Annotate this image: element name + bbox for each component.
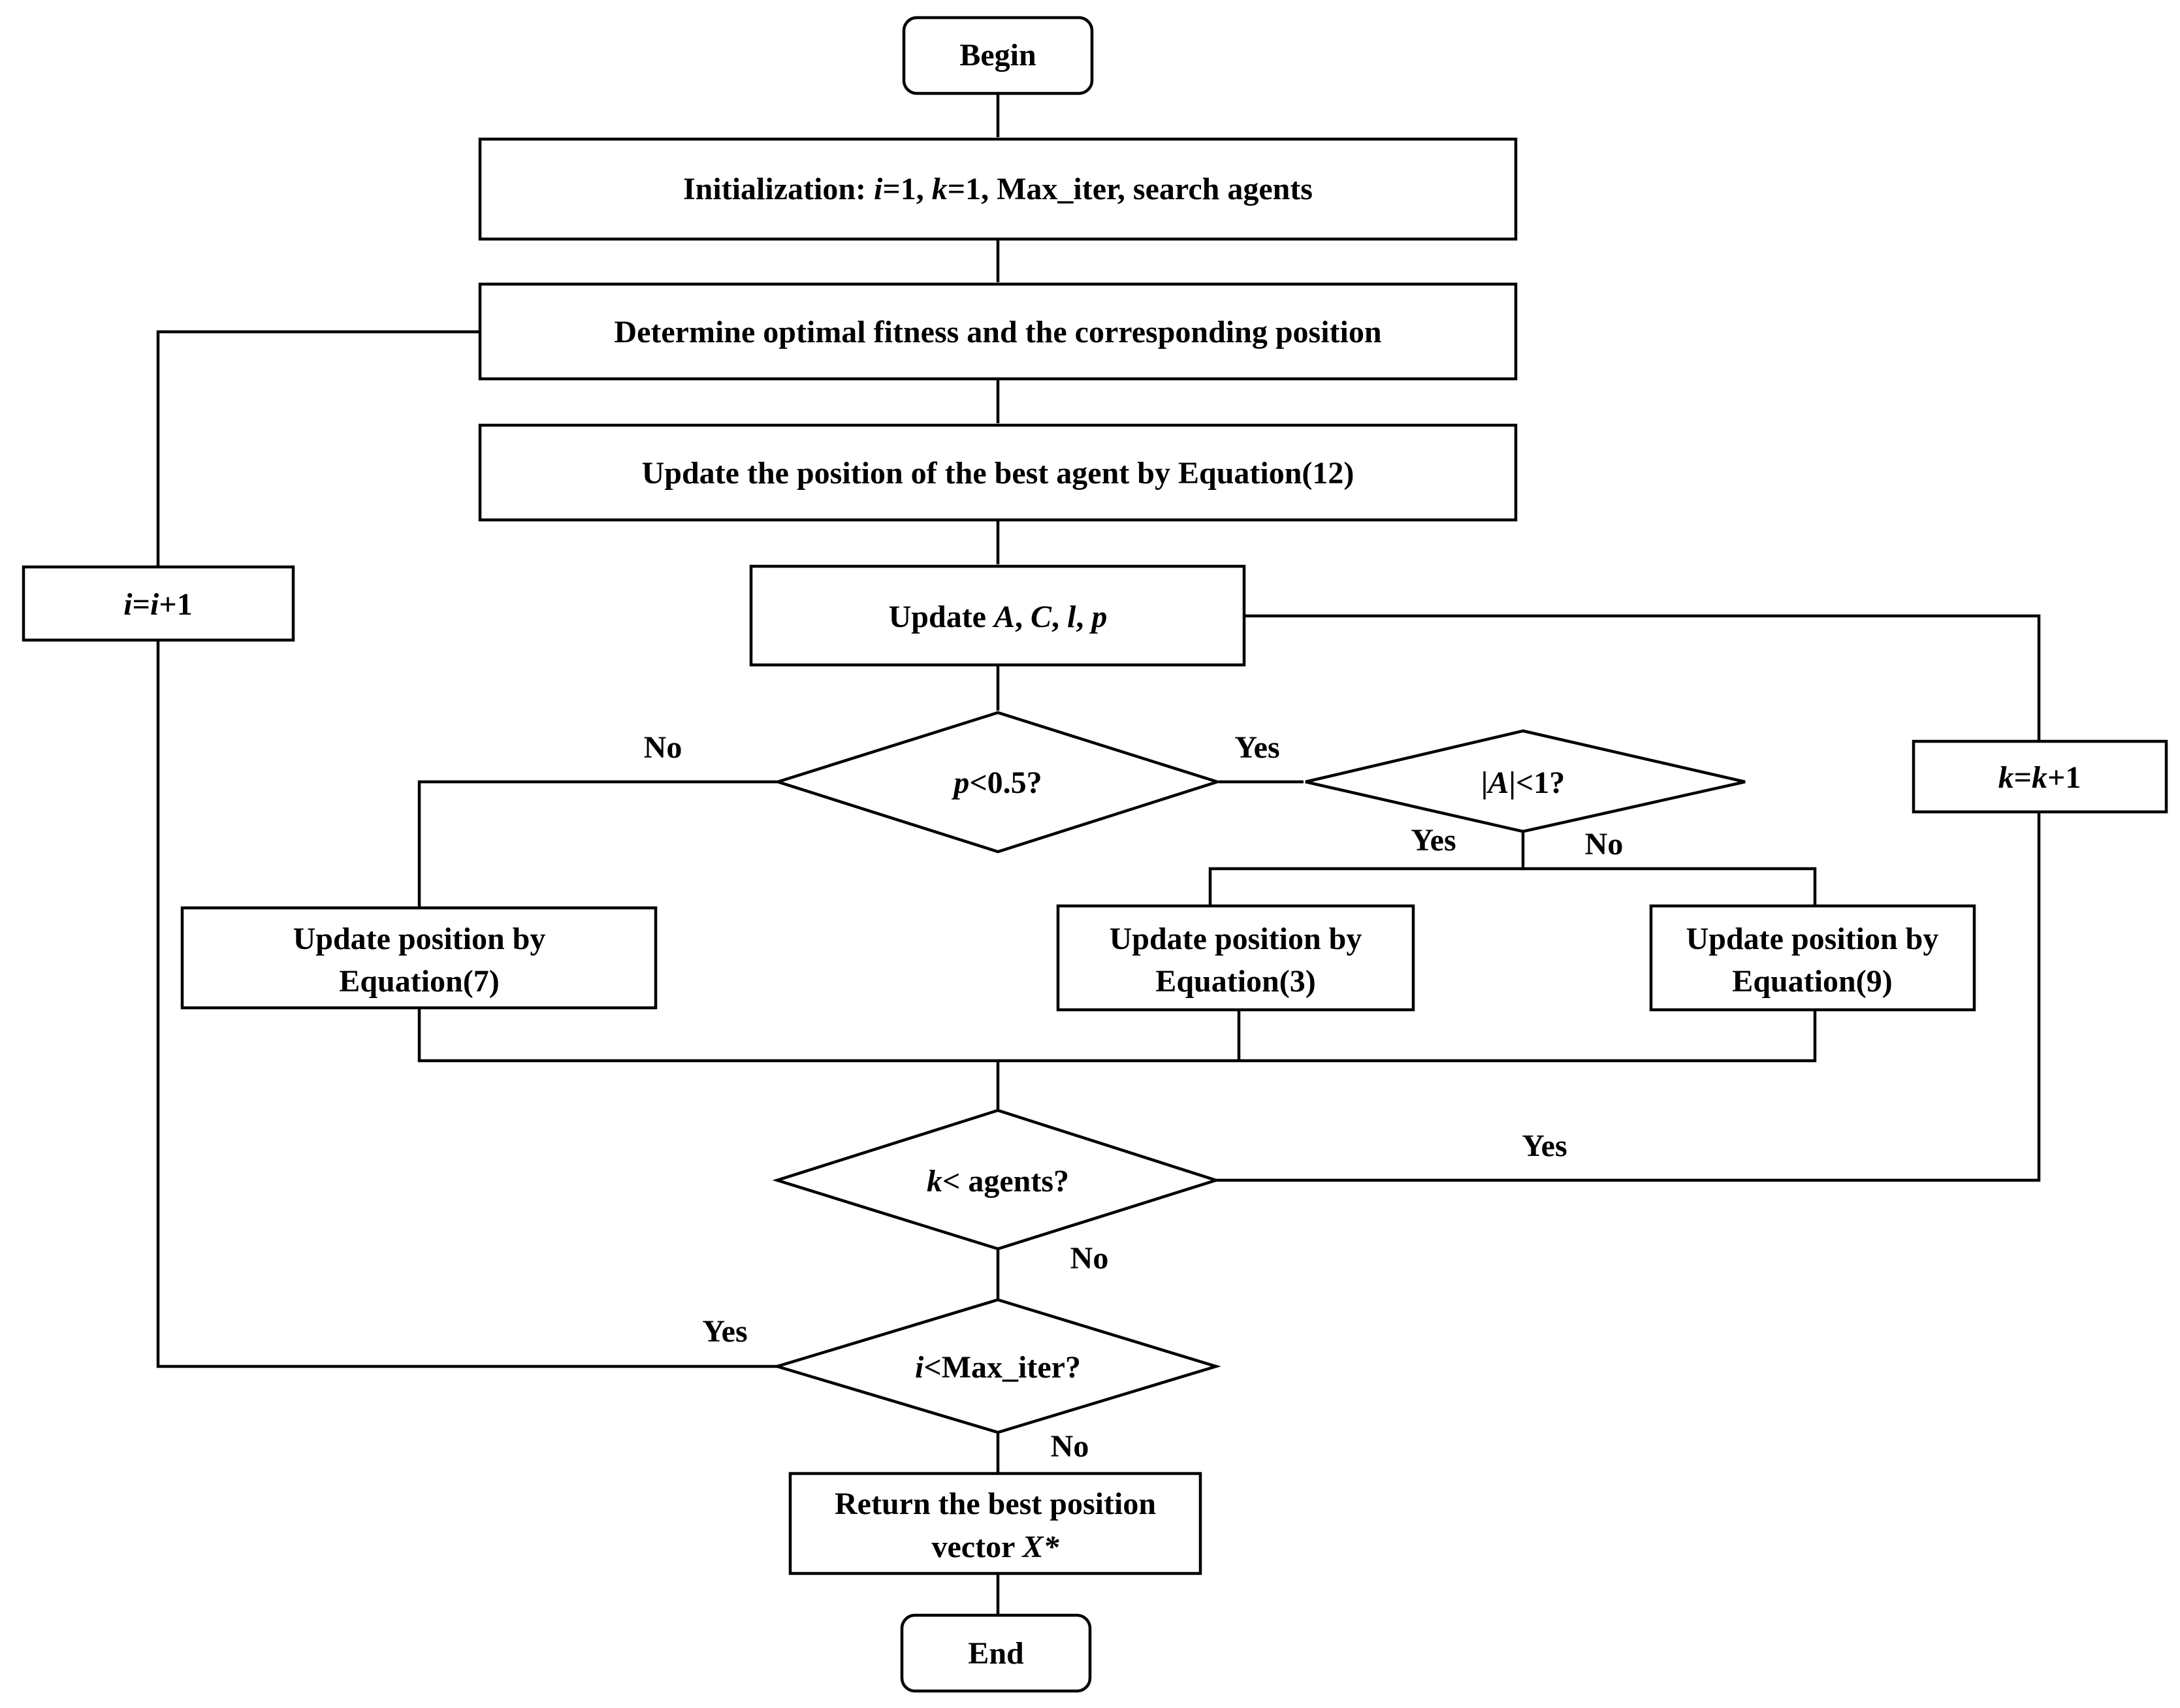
begin-node: Begin	[902, 16, 1094, 95]
cond-A-label: |A|<1?	[1481, 765, 1565, 800]
update-best-label: Update the position of the best agent by…	[642, 456, 1354, 491]
cond-p-decision: p<0.5?	[773, 711, 1223, 854]
update-params-node: Update A, C, l, p	[749, 564, 1246, 667]
begin-label: Begin	[959, 38, 1036, 73]
edge-label-k-yes: Yes	[1522, 1129, 1567, 1163]
cond-i-label: i<Max_iter?	[915, 1350, 1081, 1385]
inc-i-node: i=i+1	[22, 565, 295, 642]
cond-A-decision: |A|<1?	[1305, 729, 1746, 833]
arrow-cond-A-no-to-eq9	[1523, 867, 1817, 905]
connectors	[156, 95, 2041, 1614]
eq9-line1: Update position by	[1686, 922, 1939, 956]
inc-k-label: k=k+1	[1998, 760, 2081, 795]
cond-p-label: p<0.5?	[951, 765, 1042, 800]
determine-node: Determine optimal fitness and the corres…	[478, 282, 1518, 381]
end-label: End	[968, 1636, 1024, 1671]
eq3-line2: Equation(3)	[1155, 964, 1315, 999]
eq3-node: Update position by Equation(3)	[1056, 904, 1415, 1012]
edge-label-k-no: No	[1070, 1241, 1109, 1276]
arrow-cond-k-yes-to-inc-k	[1216, 813, 2041, 1182]
inc-k-node: k=k+1	[1912, 739, 2168, 814]
arrow-inc-k-to-params	[1245, 614, 2041, 740]
connector-eq7-merge	[417, 1009, 1817, 1063]
update-params-label: Update A, C, l, p	[889, 600, 1108, 634]
end-node: End	[900, 1613, 1092, 1693]
edge-label-A-yes: Yes	[1411, 823, 1456, 858]
edge-label-p-yes: Yes	[1234, 730, 1279, 765]
eq9-node: Update position by Equation(9)	[1649, 904, 1976, 1012]
arrow-inc-i-to-determine	[156, 330, 480, 566]
result-line1: Return the best position	[835, 1487, 1156, 1521]
arrow-cond-i-yes-to-inc-i	[156, 641, 777, 1368]
determine-label: Determine optimal fitness and the corres…	[614, 315, 1381, 349]
arrow-cond-p-no-to-eq7	[417, 780, 777, 907]
edge-label-i-yes: Yes	[702, 1314, 747, 1349]
edge-label-p-no: No	[644, 730, 682, 765]
eq7-node: Update position by Equation(7)	[180, 906, 658, 1010]
result-node: Return the best position vector X*	[788, 1472, 1202, 1575]
eq7-line1: Update position by	[293, 922, 546, 956]
eq3-line1: Update position by	[1110, 922, 1362, 956]
init-node: Initialization: i=1, k=1, Max_iter, sear…	[478, 137, 1518, 241]
connector-cond-A-split	[1208, 831, 1525, 905]
eq7-line2: Equation(7)	[339, 964, 499, 999]
eq9-line2: Equation(9)	[1732, 964, 1892, 999]
init-label: Initialization: i=1, k=1, Max_iter, sear…	[683, 172, 1313, 206]
update-best-node: Update the position of the best agent by…	[478, 423, 1518, 522]
result-line2: vector X*	[931, 1530, 1059, 1564]
edge-labels: No Yes Yes No Yes No Yes No	[644, 730, 1624, 1464]
edge-label-i-no: No	[1051, 1429, 1089, 1464]
edge-label-A-no: No	[1585, 827, 1624, 862]
cond-k-label: k< agents?	[927, 1164, 1069, 1199]
cond-k-decision: k< agents?	[772, 1108, 1221, 1251]
inc-i-label: i=i+1	[123, 587, 192, 622]
cond-i-decision: i<Max_iter?	[772, 1298, 1221, 1434]
